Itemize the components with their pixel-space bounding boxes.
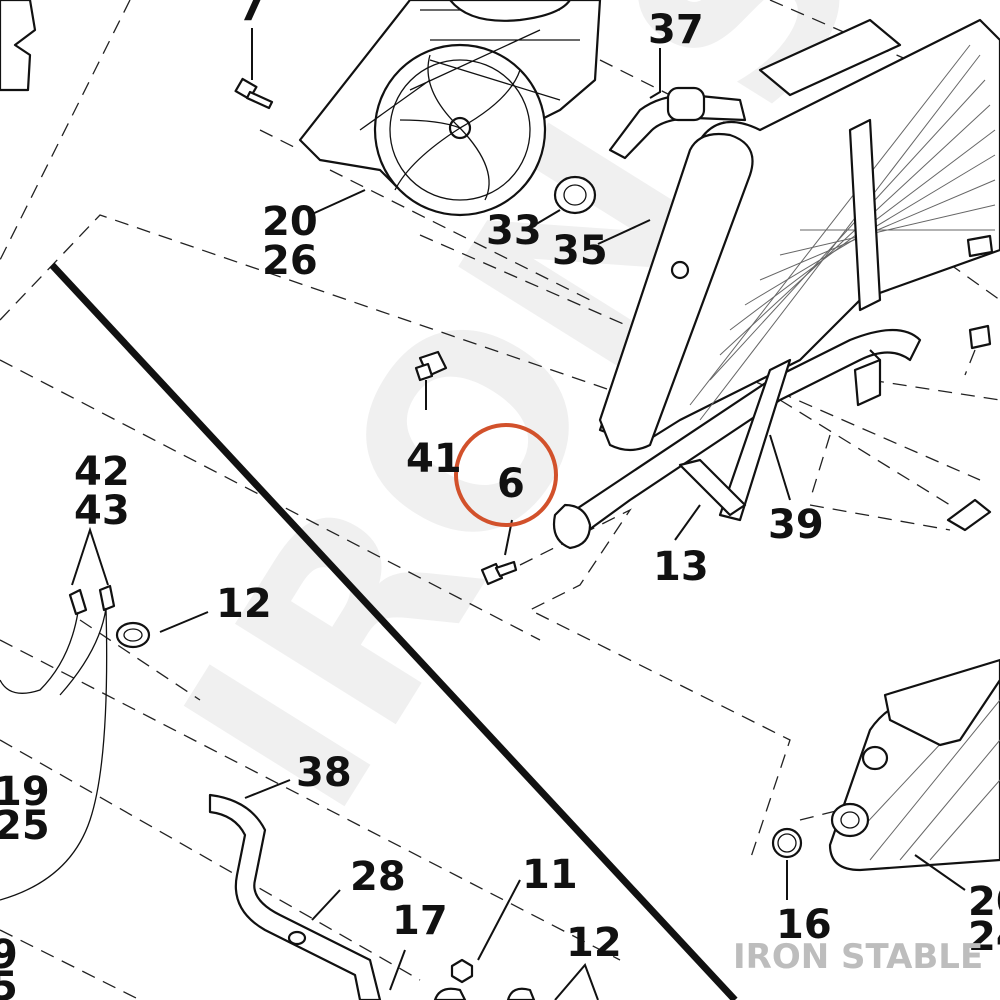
label-25: 25 bbox=[0, 803, 50, 849]
bottom-fittings bbox=[433, 987, 536, 1000]
leader-lines bbox=[71, 28, 966, 1000]
sensor-connectors bbox=[0, 584, 116, 901]
label-35: 35 bbox=[552, 228, 608, 274]
nut-11 bbox=[450, 958, 474, 984]
label-16: 16 bbox=[776, 902, 832, 948]
small-bolts bbox=[966, 234, 994, 350]
bolt-7 bbox=[234, 77, 274, 110]
label-43: 43 bbox=[74, 488, 130, 534]
label-5: 5 bbox=[0, 964, 18, 1000]
label-9: 9 bbox=[0, 932, 18, 978]
label-7: 7 bbox=[238, 0, 266, 30]
clamp-12-upper bbox=[115, 621, 151, 649]
o-ring-16 bbox=[771, 827, 803, 859]
grommet-33 bbox=[553, 175, 597, 215]
label-28: 28 bbox=[350, 854, 406, 900]
cooling-fan-assembly bbox=[298, 0, 602, 217]
bolt-6 bbox=[480, 560, 518, 586]
label-13: 13 bbox=[653, 544, 709, 590]
label-12-lower: 12 bbox=[566, 920, 622, 966]
label-12-upper: 12 bbox=[216, 581, 272, 627]
clip bbox=[946, 498, 992, 532]
o-ring-28 bbox=[287, 930, 307, 946]
label-26: 26 bbox=[262, 238, 318, 284]
bracket-fragment bbox=[0, 0, 37, 92]
label-39: 39 bbox=[768, 502, 824, 548]
fitting-41 bbox=[414, 350, 448, 382]
label-38: 38 bbox=[296, 750, 352, 796]
label-19: 19 bbox=[0, 769, 50, 815]
label-24: 24 bbox=[968, 914, 1000, 960]
oil-cooler bbox=[828, 658, 1000, 872]
highlight-circle bbox=[454, 423, 558, 527]
watermark: IRON STABLE bbox=[733, 937, 983, 977]
label-42: 42 bbox=[74, 449, 130, 495]
hose-38 bbox=[208, 793, 382, 1000]
coolant-tube bbox=[552, 118, 922, 550]
label-11: 11 bbox=[522, 852, 578, 898]
section-divider bbox=[49, 262, 738, 1000]
label-17: 17 bbox=[392, 898, 448, 944]
label-20-lower: 20 bbox=[968, 879, 1000, 925]
hose-37 bbox=[608, 86, 747, 160]
label-20: 20 bbox=[262, 199, 318, 245]
label-33: 33 bbox=[486, 208, 542, 254]
label-6: 6 bbox=[497, 461, 525, 507]
label-41: 41 bbox=[406, 436, 462, 482]
label-37: 37 bbox=[648, 7, 704, 53]
